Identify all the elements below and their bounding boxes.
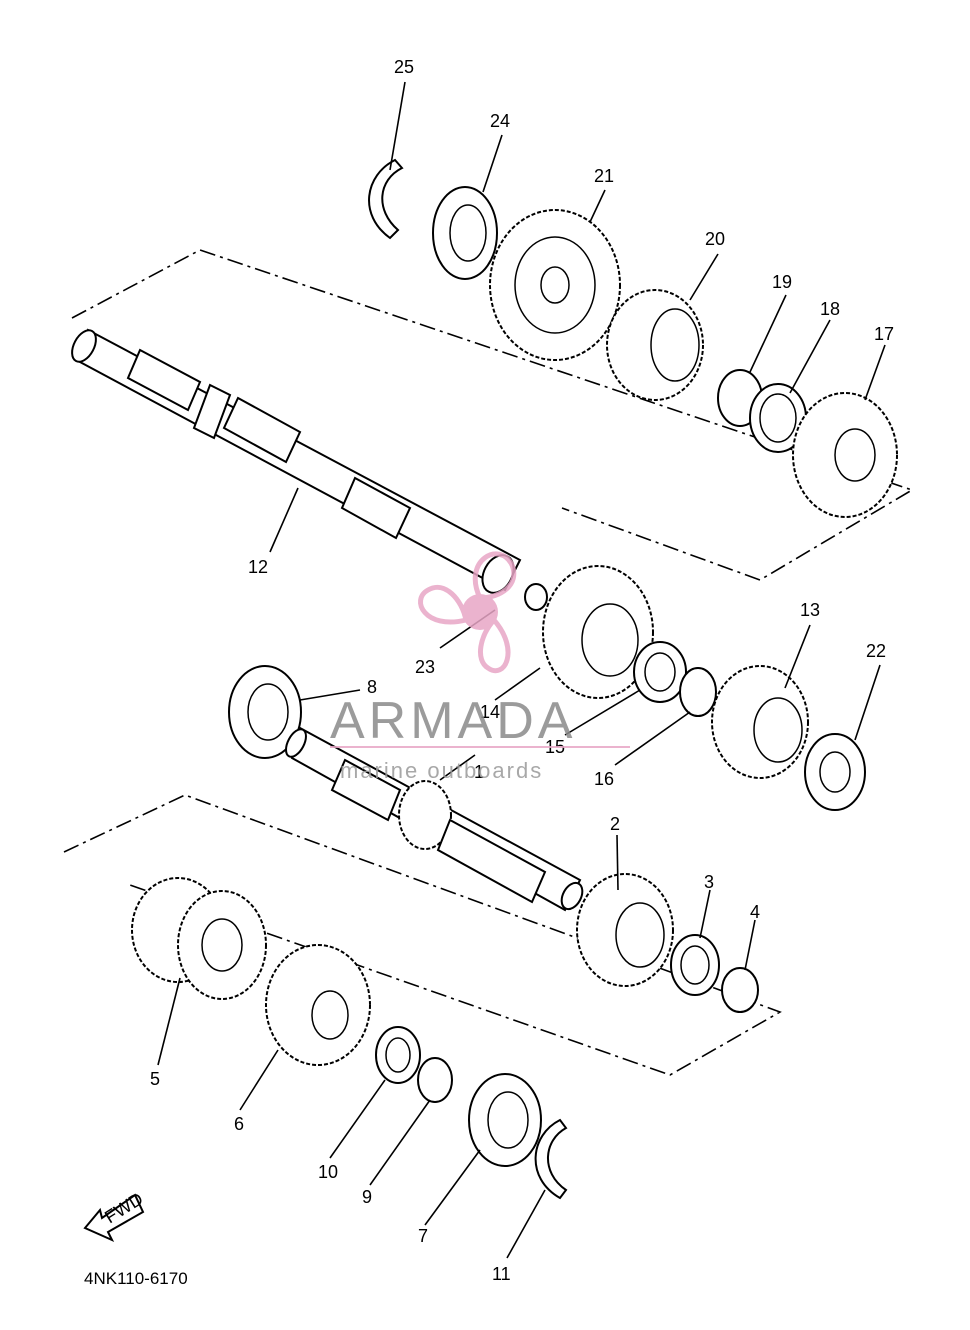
callout-3: 3 [704, 872, 714, 892]
callout-10: 10 [318, 1162, 338, 1182]
washer-10 [375, 1026, 421, 1084]
gear-17 [792, 392, 898, 518]
bearing-22 [804, 733, 866, 811]
circlip-16 [679, 667, 717, 717]
fwd-arrow-icon: FWD [83, 1189, 147, 1243]
callout-6: 6 [234, 1114, 244, 1134]
gear-21 [489, 209, 621, 361]
circlip-11 [534, 1118, 568, 1200]
callout-12: 12 [248, 557, 268, 577]
circlip-4 [721, 967, 759, 1013]
callout-labels: 1 2 3 4 5 6 7 8 9 10 11 12 13 14 15 16 1… [150, 57, 894, 1284]
callout-25: 25 [394, 57, 414, 77]
gear-2 [576, 873, 674, 987]
callout-21: 21 [594, 166, 614, 186]
circlip-9 [417, 1057, 453, 1103]
upper-group-outline [71, 249, 914, 581]
gear-13 [711, 665, 809, 779]
armada-watermark: ARMADA marine outboards [330, 551, 630, 783]
propeller-logo-icon [418, 551, 517, 673]
callout-7: 7 [418, 1226, 428, 1246]
main-axle [285, 726, 584, 912]
callout-4: 4 [750, 902, 760, 922]
gear-5 [131, 877, 267, 1000]
callout-23: 23 [415, 657, 435, 677]
callout-5: 5 [150, 1069, 160, 1089]
lower-group-outline [63, 794, 782, 1076]
callout-14: 14 [480, 702, 500, 722]
washer-15 [633, 641, 687, 703]
gear-14 [542, 565, 654, 699]
drive-axle [71, 328, 548, 611]
gear-20 [606, 289, 704, 401]
callout-17: 17 [874, 324, 894, 344]
drawing-code: 4NK110-6170 [84, 1269, 188, 1288]
callout-13: 13 [800, 600, 820, 620]
callout-8: 8 [367, 677, 377, 697]
callout-18: 18 [820, 299, 840, 319]
leader-lines [157, 81, 886, 1259]
watermark-title: ARMADA [330, 692, 576, 750]
gear-6 [265, 944, 371, 1066]
bearing-24 [432, 186, 498, 280]
callout-20: 20 [705, 229, 725, 249]
callout-19: 19 [772, 272, 792, 292]
callout-16: 16 [594, 769, 614, 789]
circlip-25 [368, 158, 404, 240]
bearing-8 [228, 665, 302, 759]
callout-2: 2 [610, 814, 620, 834]
washer-3 [670, 934, 720, 996]
bearing-7 [468, 1073, 542, 1167]
callout-22: 22 [866, 641, 886, 661]
callout-9: 9 [362, 1187, 372, 1207]
callout-24: 24 [490, 111, 510, 131]
callout-1: 1 [474, 762, 484, 782]
callout-11: 11 [492, 1264, 511, 1284]
watermark-subtitle: marine outboards [340, 758, 543, 783]
